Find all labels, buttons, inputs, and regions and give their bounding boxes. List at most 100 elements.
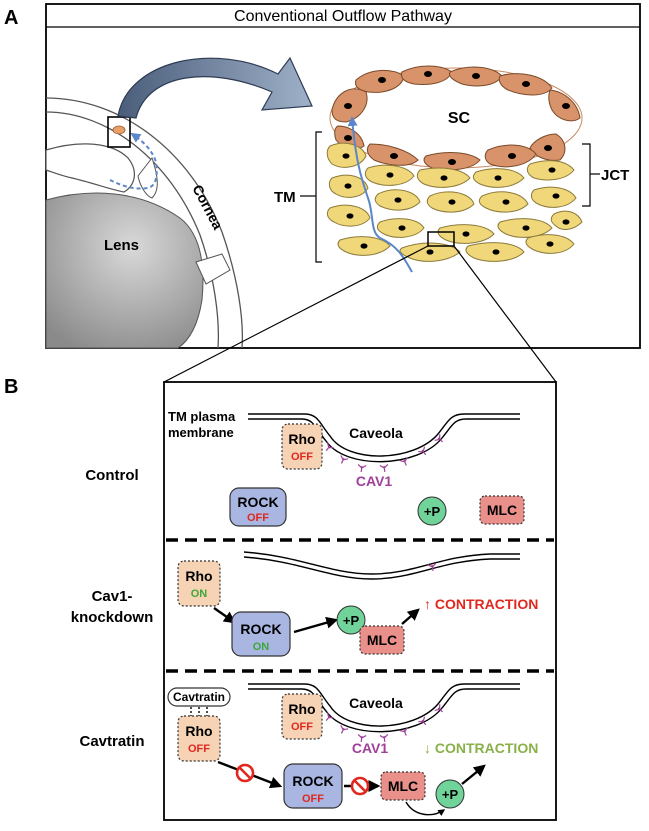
membrane-label-1: TM plasma bbox=[168, 409, 236, 424]
inhibit-icon bbox=[350, 776, 370, 796]
trabecular-meshwork: TM JCT bbox=[274, 116, 629, 273]
membrane-outer bbox=[248, 683, 520, 727]
rho-caveola-state: OFF bbox=[291, 721, 313, 733]
cav1-molecule bbox=[379, 463, 390, 474]
rho-box bbox=[281, 423, 323, 470]
jct-label: JCT bbox=[601, 167, 629, 184]
phospho-circle bbox=[336, 605, 366, 635]
rock-box bbox=[229, 487, 287, 527]
rock-label: ROCK bbox=[292, 773, 333, 789]
ciliary-zonule bbox=[195, 253, 231, 285]
rock-state: OFF bbox=[247, 512, 269, 524]
sc-nucleus bbox=[344, 135, 352, 141]
sc-nucleus bbox=[448, 159, 456, 165]
sc-nucleus bbox=[522, 81, 530, 87]
sc-nucleus bbox=[390, 153, 398, 159]
sc-label: SC bbox=[448, 110, 471, 127]
tm-nucleus bbox=[502, 199, 510, 205]
row-label-knockdown-2: knockdown bbox=[71, 609, 154, 626]
schlemms-canal-ring: SC bbox=[329, 65, 583, 171]
mlc-box bbox=[359, 625, 405, 655]
rho-to-rock-arrow bbox=[213, 607, 236, 624]
rho-state: OFF bbox=[188, 743, 210, 755]
sc-nucleus bbox=[544, 145, 552, 151]
rho-label: Rho bbox=[185, 723, 212, 739]
cav1-molecule bbox=[356, 463, 367, 474]
cavtratin-section: Caveola CAV1 Rho OFF Cavtratin Rho OFF bbox=[167, 683, 538, 817]
cav1-molecule bbox=[322, 712, 335, 724]
cav1-molecule bbox=[417, 716, 430, 728]
tm-nucleus bbox=[440, 175, 448, 181]
mlc-label: MLC bbox=[388, 778, 418, 794]
rock-state: ON bbox=[253, 641, 270, 653]
sc-nucleus bbox=[562, 103, 570, 109]
membrane-outer bbox=[243, 551, 520, 575]
row-label-control: Control bbox=[85, 467, 138, 484]
panel-a-title: Conventional Outflow Pathway bbox=[234, 8, 452, 25]
tm-bracket bbox=[315, 131, 322, 263]
tm-nucleus bbox=[494, 175, 502, 181]
flow-path-tm bbox=[347, 116, 413, 273]
lens-label: Lens bbox=[104, 237, 139, 254]
cav1-molecule bbox=[337, 724, 349, 736]
flow-path-eye bbox=[109, 132, 158, 190]
iris-root bbox=[45, 143, 135, 193]
phospho-label: +P bbox=[442, 787, 459, 802]
tm-nucleus bbox=[562, 219, 570, 225]
angle-zoom-box bbox=[107, 116, 131, 148]
phospho-label: +P bbox=[343, 613, 360, 628]
panel-a-letter: A bbox=[4, 7, 18, 29]
sc-nucleus bbox=[472, 73, 480, 79]
rho-label: Rho bbox=[185, 568, 212, 584]
tm-nucleus bbox=[492, 249, 500, 255]
caveola-label: Caveola bbox=[349, 425, 403, 441]
tm-nucleus bbox=[346, 213, 354, 219]
tm-zoom-box bbox=[427, 231, 455, 247]
contraction-decrease: ↓ CONTRACTION bbox=[424, 740, 538, 756]
mlc-label: MLC bbox=[367, 632, 397, 648]
caveola-label: Caveola bbox=[349, 695, 403, 711]
cav1-molecule bbox=[417, 446, 430, 458]
tm-nucleus bbox=[344, 183, 352, 189]
phospho-label: +P bbox=[424, 504, 441, 519]
cav1-label: CAV1 bbox=[352, 740, 389, 756]
to-contraction-arrow bbox=[461, 764, 486, 785]
tm-nucleus bbox=[548, 167, 556, 173]
membrane-outer bbox=[248, 413, 520, 457]
tm-nucleus bbox=[360, 243, 368, 249]
jct-bracket bbox=[582, 143, 591, 207]
sc-in-angle bbox=[112, 125, 126, 135]
mlc-to-contraction-arrow bbox=[401, 608, 420, 625]
tm-nucleus bbox=[448, 199, 456, 205]
cavtratin-binding bbox=[190, 707, 208, 716]
tm-nucleus bbox=[342, 153, 350, 159]
phospho-curve-arrow bbox=[405, 801, 446, 817]
cav1-molecule bbox=[322, 442, 335, 454]
cavtratin-pill-label: Cavtratin bbox=[173, 690, 225, 704]
tm-nucleus bbox=[522, 225, 530, 231]
inhibit-icon bbox=[235, 763, 255, 783]
cornea-inner-line bbox=[45, 111, 219, 349]
phospho-circle bbox=[435, 779, 465, 809]
mlc-box bbox=[479, 495, 525, 525]
contraction-increase: ↑ CONTRACTION bbox=[424, 596, 538, 612]
row-label-knockdown-1: Cav1- bbox=[92, 588, 133, 605]
rock-label: ROCK bbox=[240, 621, 281, 637]
rho-caveola-box bbox=[281, 693, 323, 740]
panel-b-frame bbox=[163, 381, 557, 821]
rho-box bbox=[177, 715, 221, 762]
cornea-label: Cornea bbox=[189, 182, 226, 232]
zoom-line-right bbox=[453, 245, 557, 383]
sc-nucleus bbox=[378, 77, 386, 83]
mlc-box bbox=[380, 771, 426, 801]
sc-nucleus bbox=[424, 71, 432, 77]
cav1-label: CAV1 bbox=[356, 473, 393, 489]
rock-box bbox=[231, 611, 291, 657]
cavtratin-pill bbox=[167, 687, 231, 707]
tm-nucleus bbox=[398, 225, 406, 231]
iris-tip bbox=[137, 156, 158, 199]
tm-nucleus bbox=[546, 241, 554, 247]
mlc-label: MLC bbox=[487, 502, 517, 518]
tm-nucleus bbox=[552, 193, 560, 199]
